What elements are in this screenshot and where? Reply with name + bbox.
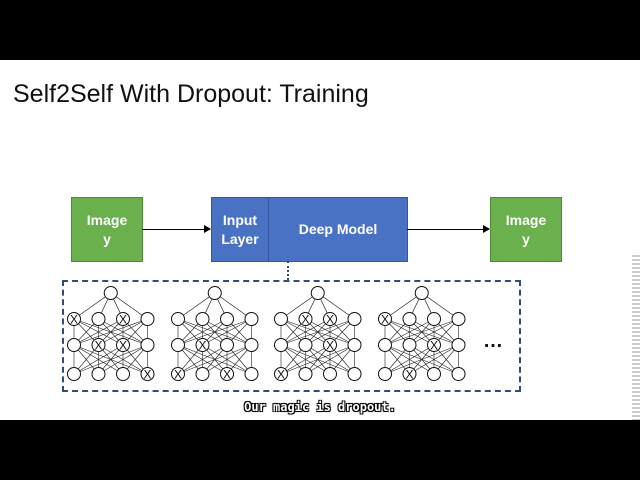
dropout-x-mark: X bbox=[119, 313, 127, 327]
neuron bbox=[171, 312, 185, 326]
dropout-x-mark: X bbox=[223, 368, 231, 382]
neuron bbox=[298, 367, 313, 381]
letterbox-bottom bbox=[0, 420, 640, 480]
dropout-x-mark: X bbox=[174, 368, 182, 382]
neuron bbox=[451, 367, 466, 381]
dropout-networks-frame bbox=[62, 280, 521, 392]
dropout-x-mark: X bbox=[94, 339, 102, 353]
neuron bbox=[378, 367, 392, 381]
neuron bbox=[274, 312, 288, 326]
input-image-var: y bbox=[103, 230, 111, 247]
input-layer-label-2: Layer bbox=[221, 230, 259, 247]
output-node bbox=[414, 286, 429, 300]
neuron bbox=[67, 367, 81, 381]
slide: Self2Self With Dropout: Training Image y… bbox=[0, 60, 640, 420]
neuron bbox=[402, 312, 417, 326]
neuron bbox=[378, 338, 392, 352]
neuron bbox=[347, 338, 362, 352]
neuron bbox=[91, 367, 106, 381]
dropout-x-mark: X bbox=[430, 339, 438, 353]
neuron bbox=[347, 367, 362, 381]
neuron bbox=[116, 312, 130, 326]
slide-title: Self2Self With Dropout: Training bbox=[13, 80, 369, 108]
dropout-x-mark: X bbox=[301, 313, 309, 327]
neuron bbox=[323, 312, 337, 326]
neuron bbox=[116, 338, 130, 352]
neuron bbox=[274, 338, 288, 352]
neuron bbox=[220, 338, 234, 352]
neuron bbox=[220, 367, 234, 381]
dropout-x-mark: X bbox=[405, 368, 413, 382]
output-node bbox=[207, 286, 222, 300]
dropout-x-mark: X bbox=[119, 339, 127, 353]
neuron bbox=[298, 312, 313, 326]
neuron bbox=[67, 338, 81, 352]
dropout-x-mark: X bbox=[381, 313, 389, 327]
neuron bbox=[451, 338, 466, 352]
neuron bbox=[195, 338, 210, 352]
output-image-label: Image bbox=[505, 211, 547, 228]
output-node bbox=[103, 286, 118, 300]
letterbox-top bbox=[0, 0, 640, 60]
deep-model-box: Deep Model bbox=[268, 197, 408, 262]
dropout-x-mark: X bbox=[277, 368, 285, 382]
neuron bbox=[140, 338, 155, 352]
output-image-box: Image y bbox=[490, 197, 562, 262]
neuron bbox=[244, 338, 259, 352]
dropout-x-mark: X bbox=[326, 313, 334, 327]
neuron bbox=[91, 312, 106, 326]
dropout-x-mark: X bbox=[326, 339, 334, 353]
dropout-x-mark: X bbox=[143, 368, 151, 382]
arrow-model-to-output bbox=[407, 225, 490, 233]
neuron bbox=[140, 367, 155, 381]
neuron bbox=[220, 312, 234, 326]
neuron bbox=[195, 312, 210, 326]
dropout-x-mark: X bbox=[70, 313, 78, 327]
neuron bbox=[378, 312, 392, 326]
neuron bbox=[91, 338, 106, 352]
neuron bbox=[402, 367, 417, 381]
input-image-box: Image y bbox=[71, 197, 143, 262]
connector-dotted bbox=[287, 261, 289, 280]
video-subtitle: Our magic is dropout. bbox=[244, 400, 396, 414]
neuron bbox=[347, 312, 362, 326]
neuron bbox=[195, 367, 210, 381]
neuron bbox=[140, 312, 155, 326]
neuron bbox=[427, 367, 441, 381]
ellipsis: … bbox=[483, 330, 503, 352]
arrow-input-to-layer bbox=[142, 225, 211, 233]
dropout-x-mark: X bbox=[198, 339, 206, 353]
input-image-label: Image bbox=[86, 211, 128, 228]
output-image-var: y bbox=[522, 230, 530, 247]
neuron bbox=[171, 338, 185, 352]
neuron bbox=[67, 312, 81, 326]
neuron bbox=[244, 367, 259, 381]
neuron bbox=[427, 338, 441, 352]
neuron bbox=[451, 312, 466, 326]
neuron bbox=[171, 367, 185, 381]
network-4: X X X bbox=[378, 286, 466, 382]
next-slide-edge bbox=[632, 255, 640, 420]
input-layer-label-1: Input bbox=[222, 211, 258, 228]
network-2: X X X bbox=[171, 286, 259, 382]
neuron bbox=[298, 338, 313, 352]
neuron bbox=[323, 367, 337, 381]
neuron bbox=[274, 367, 288, 381]
neuron bbox=[244, 312, 259, 326]
neuron bbox=[323, 338, 337, 352]
neuron bbox=[427, 312, 441, 326]
neuron bbox=[116, 367, 130, 381]
neuron bbox=[402, 338, 417, 352]
output-node bbox=[310, 286, 325, 300]
deep-model-label: Deep Model bbox=[298, 221, 378, 237]
